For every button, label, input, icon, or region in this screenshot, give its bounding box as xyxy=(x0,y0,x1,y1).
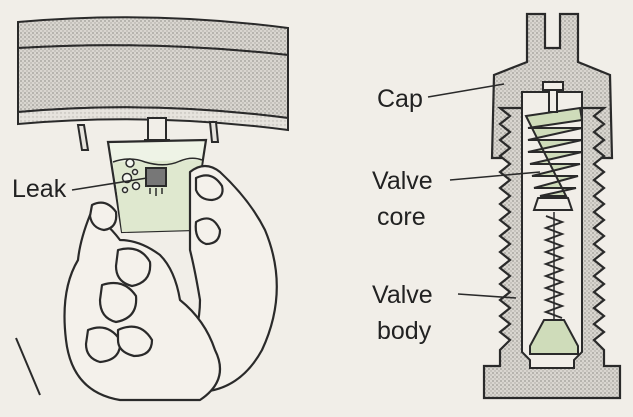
air-bubbles xyxy=(121,158,141,194)
valve-core-pointer-line xyxy=(449,171,541,181)
valve-cross-section xyxy=(427,12,622,400)
label-valve-core-line1: Valve xyxy=(372,167,433,195)
hands xyxy=(63,164,278,402)
water-in-cup xyxy=(113,160,202,232)
valve-core xyxy=(524,106,584,197)
rim-edge-right xyxy=(208,121,220,143)
valve-end-in-water xyxy=(145,167,167,187)
rim-edge-left xyxy=(76,124,90,151)
label-valve-body-line1: Valve xyxy=(372,281,433,309)
tire-leak-test-illustration xyxy=(15,16,289,402)
label-valve-body-line2: body xyxy=(377,317,432,345)
leak-pointer-line xyxy=(71,177,148,191)
valve-core-bottom xyxy=(529,319,579,355)
valve-body-pointer-line xyxy=(457,293,517,299)
cap-pointer-line xyxy=(427,83,505,98)
label-cap: Cap xyxy=(377,85,423,113)
label-valve-core-line2: core xyxy=(377,203,426,231)
label-leak: Leak xyxy=(12,175,67,203)
